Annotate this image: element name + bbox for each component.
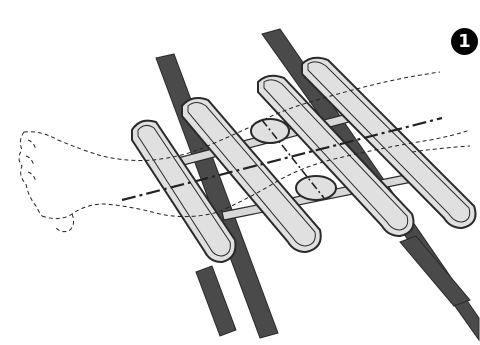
knee-disc-icon <box>250 118 290 144</box>
strap-ends <box>195 235 471 337</box>
leg-axis-line <box>121 116 443 202</box>
step-number-badge: 1 <box>451 28 478 55</box>
pads <box>131 56 477 264</box>
pad-3 <box>257 74 415 238</box>
pad-2 <box>181 97 322 254</box>
pad-4 <box>301 56 477 230</box>
leg-outline-icon <box>18 71 471 233</box>
pad-1 <box>131 119 237 264</box>
axis-lines <box>121 116 443 202</box>
disc-axis-line <box>261 119 325 199</box>
